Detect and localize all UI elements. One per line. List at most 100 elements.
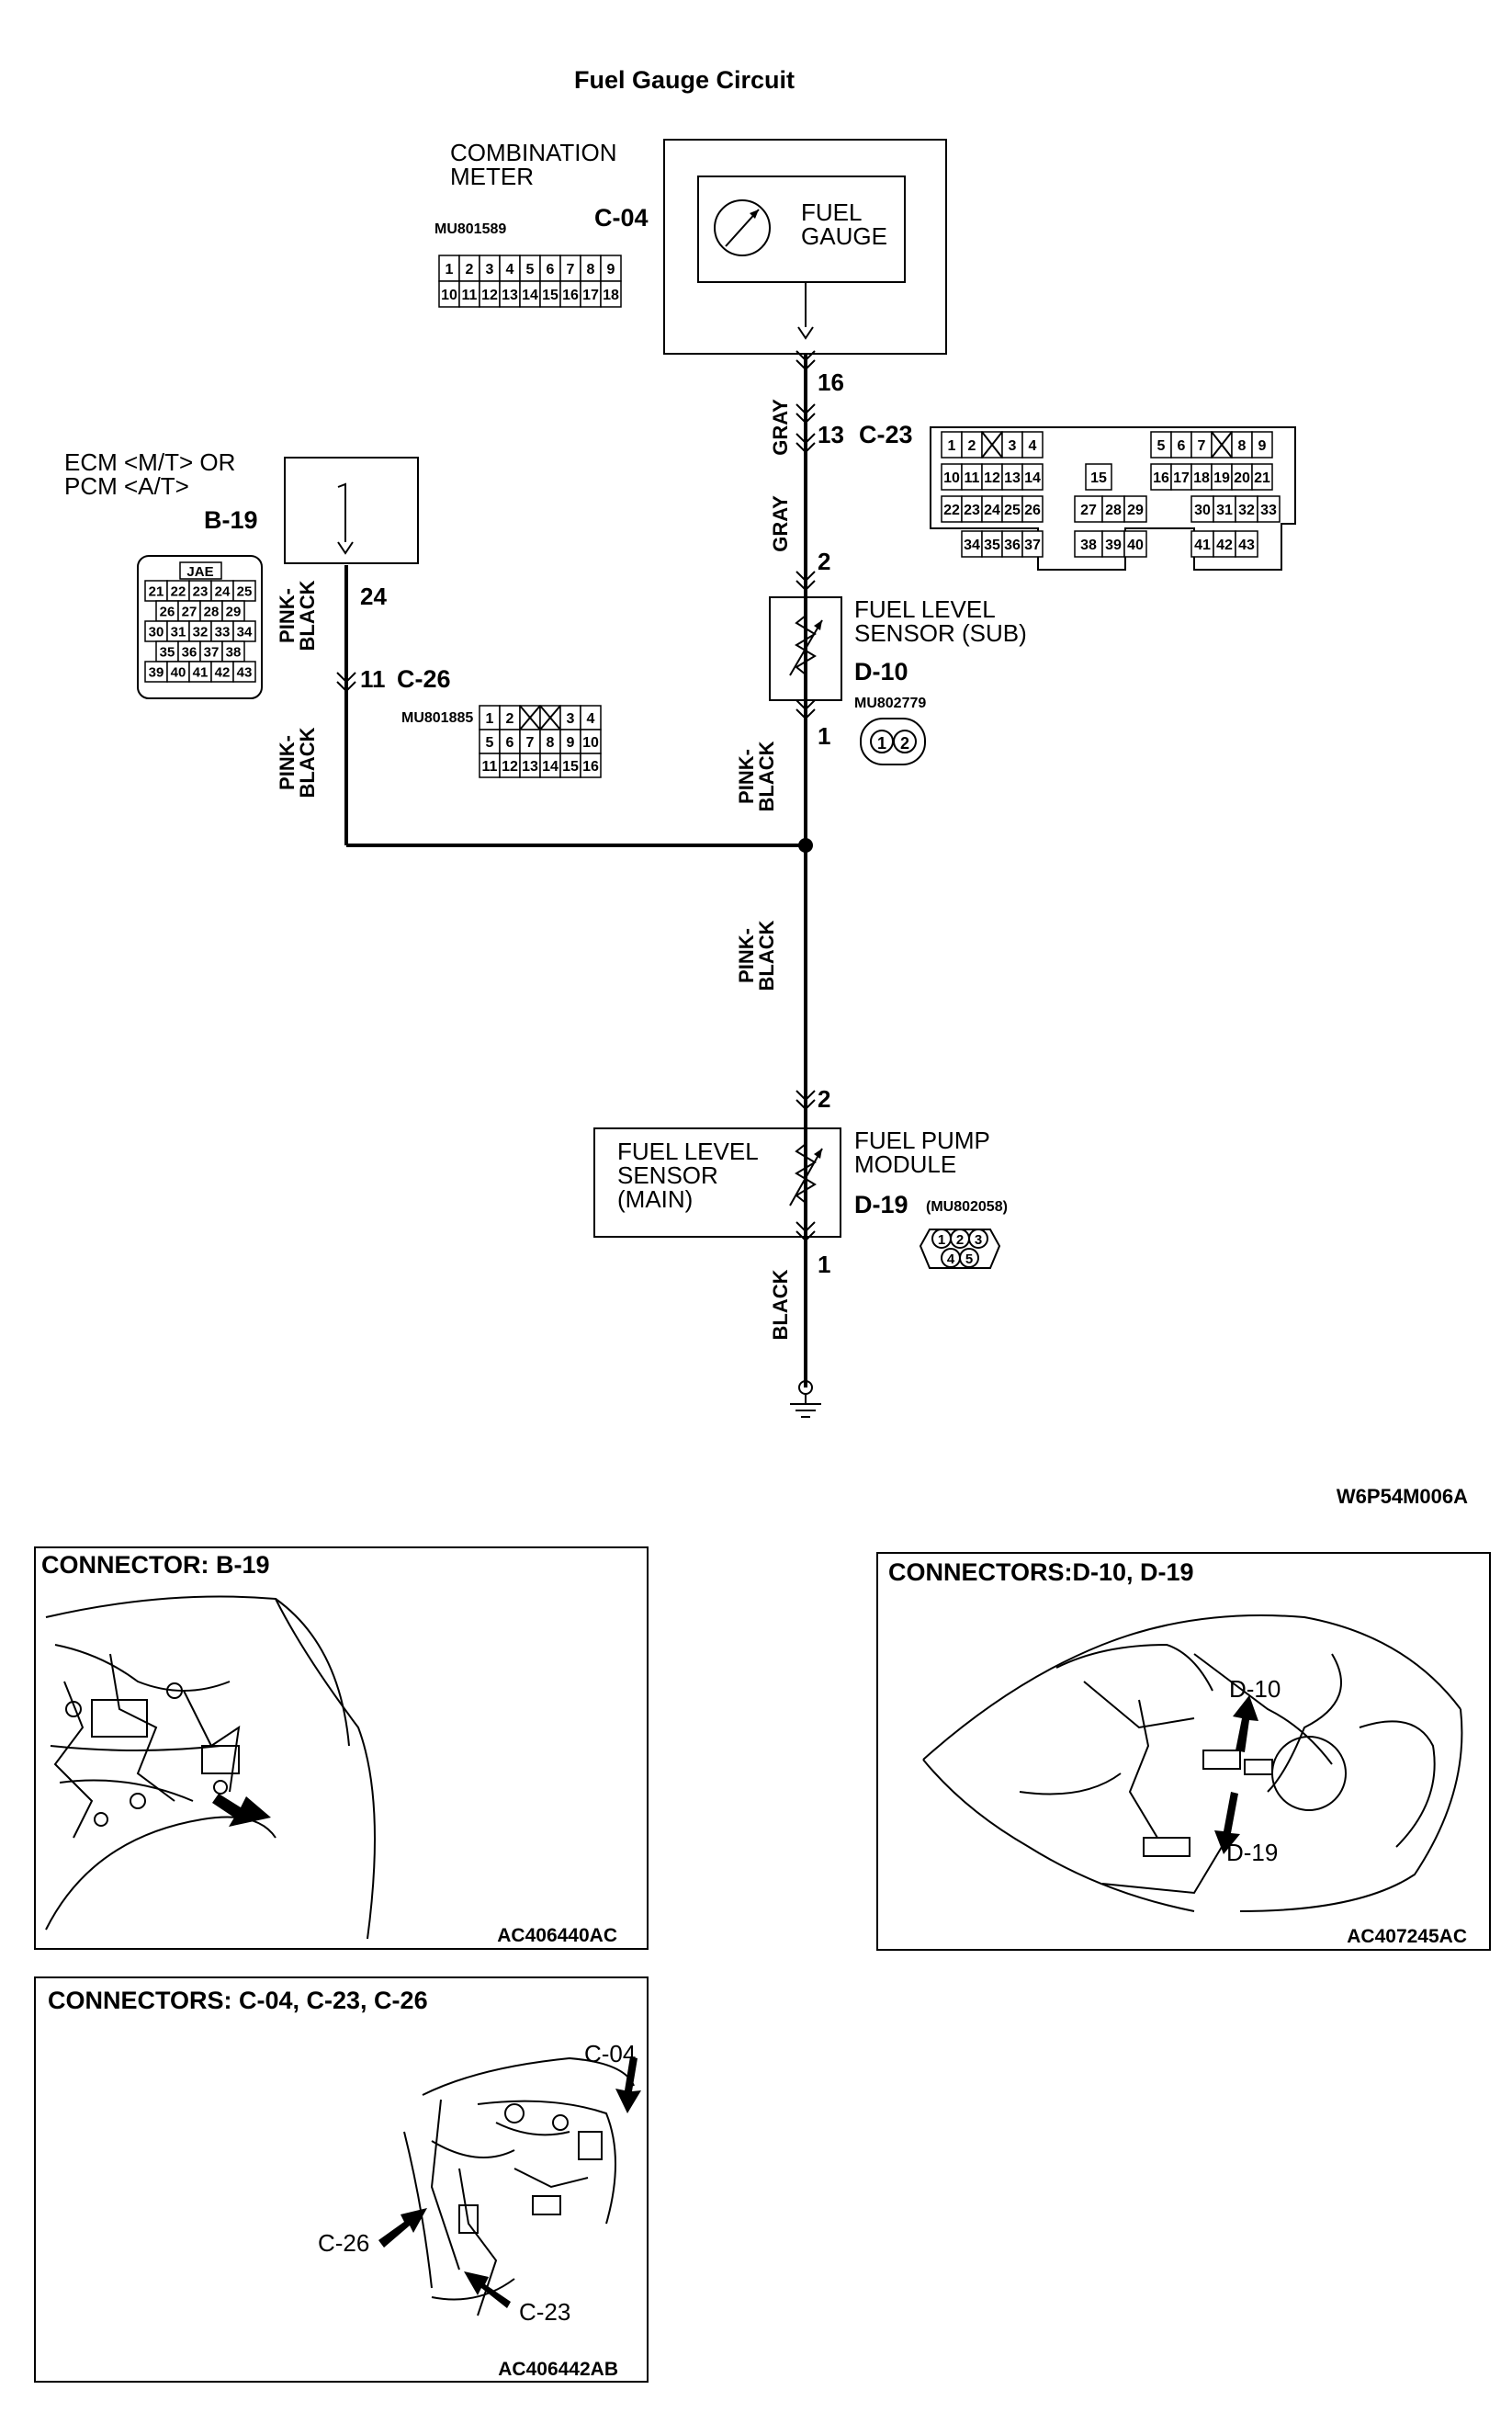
pin-number: 5 [1157,438,1166,454]
pin-number: 1 [948,438,956,454]
pin-number: 3 [486,262,494,277]
wire-color-black: BLACK [769,1269,792,1340]
pin-number: 13 [522,759,538,775]
pin-number: 34 [237,624,253,640]
pin-number: 15 [562,759,579,775]
pin-cell [1213,530,1236,558]
b19-connector-face [137,555,263,699]
c26-part-number: MU801885 [401,710,473,726]
terminal-pump-2: 2 [818,1085,830,1113]
location-c26-label: C-26 [318,2229,369,2257]
c04-pointer-arrow-icon [615,2056,641,2113]
location-b19-code: AC406440AC [497,1925,617,1946]
vehicle-floor-illustration [922,1614,1463,1912]
pin-number: 20 [1234,470,1250,486]
pin-cell [580,753,602,778]
pin-number: 8 [587,262,595,277]
pin-number: 2 [956,1232,964,1248]
pin-number: 22 [171,583,186,599]
pin-number: 26 [160,604,175,619]
c04-part-number: MU801589 [434,221,506,237]
d19-connector-face [919,1229,1001,1269]
pin-number: 9 [1258,438,1267,454]
pin-cell [1101,495,1125,523]
figure-id: W6P54M006A [1337,1485,1468,1508]
pin-number: 35 [984,538,1000,553]
pin-number: 42 [1216,538,1233,553]
pin-cell [1123,530,1147,558]
wire-color-gray-lower: GRAY [769,495,792,552]
pin-number: 17 [1173,470,1190,486]
pin-cell [959,1248,979,1268]
pin-number: 4 [947,1251,955,1267]
pin-cell [1074,530,1103,558]
pin-number: 28 [204,604,220,619]
pin-cell [1021,431,1044,459]
terminal-sub-1: 1 [818,722,830,750]
pin-number: 5 [486,735,494,751]
pin-number: 37 [1024,538,1041,553]
pin-number: 43 [237,664,253,680]
pin-number: 37 [204,644,220,660]
location-d10-label: D-10 [1229,1675,1281,1703]
pin-number: 1 [486,711,494,727]
pin-cell [968,1229,988,1249]
pin-cell [1021,495,1044,523]
pin-number: 27 [1080,503,1097,518]
d10-pin: 2 [900,734,909,753]
pin-number: 4 [1029,438,1037,454]
pin-number: 13 [502,288,518,303]
pin-number: 33 [1260,503,1277,518]
pin-number: 33 [215,624,231,640]
instrument-panel-illustration [403,2056,635,2316]
ground-symbol-icon [790,1380,821,1418]
pin-number: 22 [943,503,960,518]
pin-number: 29 [1127,503,1144,518]
location-c-code: AC406442AB [498,2359,618,2380]
pin-cell [1021,463,1044,491]
pin-number: 7 [526,735,535,751]
pin-number: 25 [237,583,253,599]
pin-number: 10 [943,470,960,486]
pin-number: 11 [482,759,498,775]
fuel-gauge-box [697,176,906,283]
location-d19-label: D-19 [1226,1839,1278,1866]
pin-cell [232,661,256,683]
d10-part-number: MU802779 [854,696,926,711]
pin-cell [1251,463,1273,491]
pin-number: 18 [603,288,619,303]
pin-number: 14 [1024,470,1041,486]
diagram-title: Fuel Gauge Circuit [574,66,795,94]
pin-number: 2 [968,438,976,454]
pin-number: 39 [1105,538,1122,553]
pin-number: 13 [1004,470,1021,486]
pin-cell [1235,495,1258,523]
pin-number: 17 [582,288,599,303]
terminal-c26-11: 11 [360,665,386,693]
pin-number: 2 [466,262,474,277]
pin-number: 12 [481,288,498,303]
location-view-c04-c23-c26: CONNECTORS: C-04, C-23, C-26 C-04 C-26 C… [34,1976,649,2383]
c23-pointer-arrow-icon [464,2271,511,2308]
pin-number: 32 [193,624,209,640]
pin-number: 1 [446,262,454,277]
pin-number: 3 [567,711,575,727]
c23-connector-id: C-23 [859,421,913,448]
ecm-pcm-box [284,457,419,564]
pin-number: 14 [542,759,559,775]
pin-number: 10 [582,735,599,751]
pin-number: 34 [964,538,980,553]
pin-number: 12 [984,470,1000,486]
location-b19-title: CONNECTOR: B-19 [41,1551,270,1579]
pin-number: 30 [149,624,164,640]
pin-number: 36 [182,644,197,660]
pin-number: 24 [215,583,231,599]
pin-number: 7 [567,262,575,277]
